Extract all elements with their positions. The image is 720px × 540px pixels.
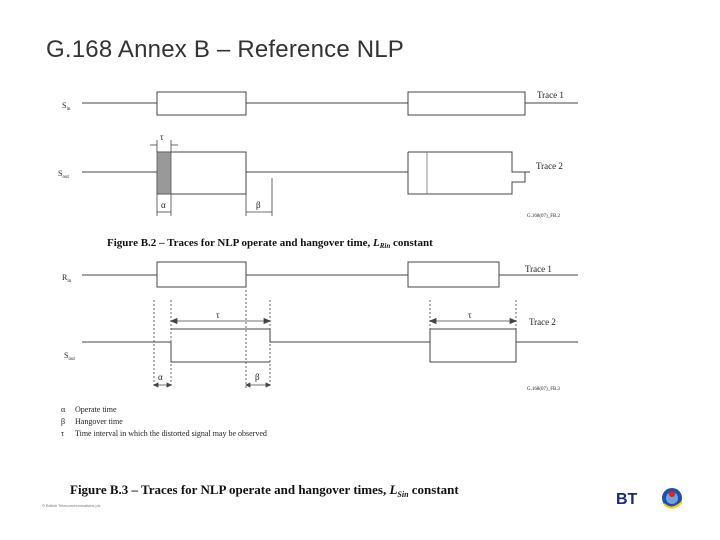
- fig2-caption: Figure B.2 – Traces for NLP operate and …: [107, 237, 433, 250]
- legend: α Operate time β Hangover time τ Time in…: [61, 405, 267, 438]
- fig3-beta-label: β: [255, 372, 260, 382]
- fig2-alpha-label: α: [161, 200, 166, 210]
- footer-copyright: © British Telecommunications plc: [42, 503, 101, 508]
- fig2-alpha-shaded-region: [156, 151, 172, 195]
- fig3-alpha-label: α: [158, 372, 163, 382]
- legend-alpha-symbol: α: [61, 405, 66, 414]
- legend-beta-text: Hangover time: [75, 417, 123, 426]
- fig2-sout-label: Sout: [58, 169, 69, 180]
- fig3-rin-label: Rin: [62, 273, 72, 284]
- bt-logo: BT: [616, 488, 683, 509]
- legend-tau-symbol: τ: [61, 429, 65, 438]
- fig2-beta-label: β: [256, 200, 261, 210]
- fig3-sout-label: Sout: [64, 351, 75, 362]
- fig2-trace2-label: Trace 2: [536, 161, 563, 171]
- fig2-reference: G.168(07)_FB.2: [527, 214, 561, 219]
- fig2-trace1: [82, 91, 578, 116]
- bt-piper-icon: [662, 488, 683, 509]
- legend-alpha-text: Operate time: [75, 405, 117, 414]
- fig3-trace1: [82, 261, 578, 288]
- fig2-sin-label: Sin: [62, 101, 71, 112]
- fig3-trace2-label: Trace 2: [529, 317, 556, 327]
- fig3-caption: Figure B.3 – Traces for NLP operate and …: [70, 482, 459, 499]
- bt-logo-text: BT: [616, 491, 638, 508]
- legend-beta-symbol: β: [61, 417, 65, 426]
- fig3-trace1-label: Trace 1: [525, 264, 552, 274]
- fig2-tau-label: τ: [160, 132, 164, 142]
- fig3-tau-left-label: τ: [216, 310, 220, 320]
- fig3-trace2: [82, 328, 578, 363]
- fig2-trace2: [82, 151, 530, 195]
- fig3-tau-right-label: τ: [468, 310, 472, 320]
- slide-title: G.168 Annex B – Reference NLP: [46, 36, 405, 63]
- fig2-trace1-label: Trace 1: [537, 90, 564, 100]
- legend-tau-text: Time interval in which the distorted sig…: [75, 429, 267, 438]
- fig3-reference: G.168(07)_FB.3: [527, 387, 561, 392]
